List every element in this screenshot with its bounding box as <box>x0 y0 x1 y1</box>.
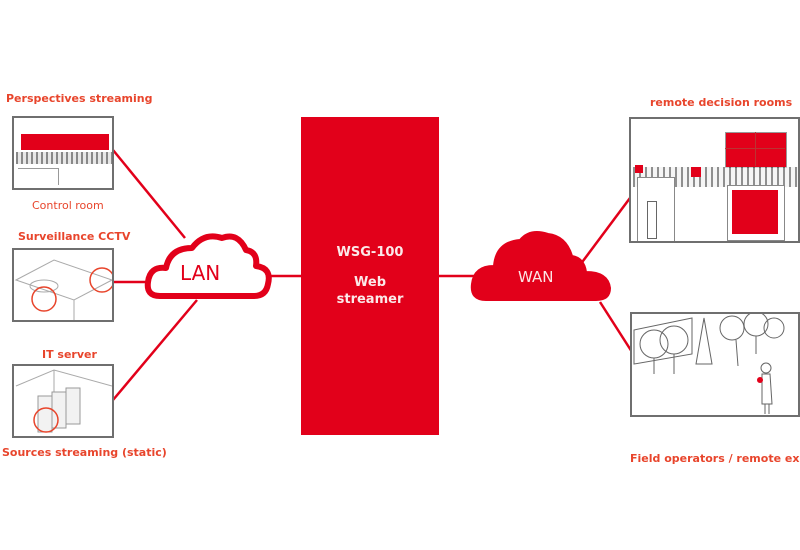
camera-highlight-1 <box>31 286 57 312</box>
field-operators-label: Field operators / remote experts <box>630 452 800 465</box>
surveillance-cctv-label: Surveillance CCTV <box>18 230 131 243</box>
server-highlight <box>33 407 59 433</box>
field-operators-image <box>630 312 800 417</box>
it-server-image <box>12 364 114 438</box>
link-control-room-lan <box>112 149 186 239</box>
wan-label: WAN <box>518 268 554 286</box>
control-room-label: Control room <box>32 199 104 212</box>
wan-cloud-icon <box>470 231 612 301</box>
device-name: Web streamer <box>336 275 404 307</box>
field-device <box>757 377 763 383</box>
camera-highlight-2 <box>89 267 112 293</box>
it-server-label: IT server <box>42 348 97 361</box>
surveillance-cctv-image <box>12 248 114 322</box>
video-wall <box>21 134 109 150</box>
wsg-100-web-streamer: WSG-100 Web streamer <box>301 117 439 435</box>
lan-cloud-icon <box>144 233 272 299</box>
lan-label: LAN <box>180 261 221 285</box>
link-it-server-lan <box>112 299 198 401</box>
device-model: WSG-100 <box>336 245 404 260</box>
remote-video-wall <box>725 132 787 168</box>
operator-desks <box>16 152 112 164</box>
link-wan-decision-rooms <box>578 197 632 266</box>
control-room-image <box>12 116 114 190</box>
perspectives-streaming-label: Perspectives streaming <box>6 92 153 105</box>
sources-streaming-label: Sources streaming (static) <box>2 446 167 459</box>
link-wan-field <box>598 301 634 353</box>
remote-decision-rooms-image <box>629 117 800 243</box>
remote-decision-rooms-label: remote decision rooms <box>650 96 793 109</box>
remote-display <box>727 185 785 241</box>
